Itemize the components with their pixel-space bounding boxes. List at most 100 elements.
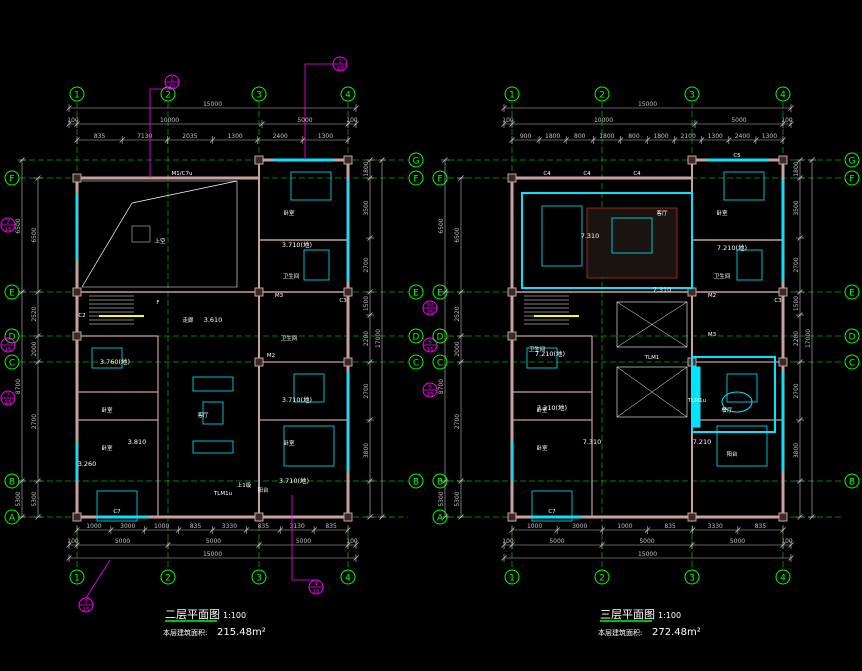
opening-label: C5 (733, 153, 741, 159)
dim-right-detail-tick (797, 417, 803, 423)
bathroom-fixture (526, 347, 558, 369)
dim-top-sub-value: 100 (67, 117, 79, 124)
opening-label: C3 (339, 298, 347, 304)
structural-column (72, 331, 82, 341)
dim-top-detail-tick (209, 137, 216, 143)
dim-right-detail-tick (367, 417, 373, 423)
row-axis-bubble-right (408, 170, 424, 186)
structural-column (254, 357, 264, 367)
dim-left-detail-tick (35, 478, 41, 484)
dim-left-sub-value: 5300 (15, 491, 22, 506)
dim-top-sub-value: 100 (346, 117, 358, 124)
dim-right-detail-value: 2200 (793, 331, 800, 346)
elevation-mark: 7.310 (583, 438, 602, 446)
structural-column (778, 155, 788, 165)
dim-top-detail-tick (254, 137, 261, 143)
dim-bottom-detail-tick (780, 527, 786, 533)
dim-left-sub-tick (19, 157, 25, 163)
dim-bottom-detail-value: 1000 (527, 523, 542, 530)
void-outline (82, 180, 238, 288)
dim-top-sub-tick (259, 121, 265, 127)
bed (716, 425, 768, 467)
dim-left-sub-tick (442, 478, 448, 484)
dim-top-total-tick (788, 105, 794, 111)
bed (290, 171, 332, 201)
dim-left-detail-value: 2700 (31, 414, 38, 429)
dim-top-detail-value: 2035 (182, 133, 197, 140)
row-axis-bubble-left-label: E (437, 289, 443, 299)
dim-top-detail-tick (698, 137, 705, 143)
stair-void-cross (616, 301, 688, 348)
dim-left-detail-value: 5300 (454, 491, 461, 506)
dim-right-total-tick (809, 157, 815, 163)
dim-bottom-detail-value: 835 (190, 523, 202, 530)
dim-bottom-detail-value: 1000 (86, 523, 101, 530)
coffee-table (611, 217, 653, 254)
detail-reference-bottom: 15 (5, 400, 12, 406)
col-axis-bubble-bottom (594, 569, 610, 585)
bathroom-fixture (293, 373, 325, 403)
room-label: 卫生间 (714, 272, 731, 280)
room-label: 卫生间 (281, 334, 298, 342)
dim-right-detail-tick (797, 157, 803, 163)
opening-label: TLM1u (213, 491, 232, 497)
dim-right-total-tick (379, 157, 385, 163)
stair-void (616, 301, 688, 348)
dim-bottom-sub-value: 5000 (296, 538, 311, 545)
dim-right-detail-value: 1500 (793, 296, 800, 311)
dim-top-detail-value: 1800 (599, 133, 614, 140)
dim-left-detail-tick (35, 333, 41, 339)
col-axis-bubble-top-label: 4 (345, 91, 351, 101)
row-axis-bubble-left-label: F (9, 175, 14, 185)
dim-left-sub-tick (19, 478, 25, 484)
area-label: 本层建筑面积: (163, 628, 207, 637)
col-axis-bubble-top (160, 86, 176, 102)
sofa (192, 440, 234, 454)
void-marker (131, 225, 151, 243)
room-label: 卫生间 (529, 345, 546, 353)
col-axis-bubble-bottom (160, 569, 176, 585)
dim-left-detail-value: 2000 (454, 341, 461, 356)
room-label: 客厅 (656, 209, 668, 217)
dim-bottom-detail-value: 835 (664, 523, 676, 530)
dim-bottom-detail-tick (599, 527, 606, 533)
dim-top-total-value: 15000 (203, 101, 222, 108)
dim-bottom-total-value: 15000 (638, 551, 657, 558)
dim-bottom-sub-value: 5000 (549, 538, 564, 545)
dim-top-detail-value: 1800 (653, 133, 668, 140)
row-axis-bubble-left-label: B (437, 478, 443, 488)
dim-bottom-sub-tick (788, 542, 794, 548)
detail-reference-bottom: 15 (427, 347, 434, 353)
dim-top-detail-tick (345, 137, 351, 143)
leader-line (85, 559, 111, 599)
col-axis-bubble-bottom (340, 569, 356, 585)
detail-reference-top: 7 (6, 393, 10, 399)
dim-top-detail-tick (536, 137, 542, 143)
dim-right-detail-tick (797, 312, 803, 318)
dim-bottom-sub-value: 100 (781, 538, 793, 545)
dim-top-sub-tick (780, 121, 786, 127)
dim-top-total-value: 15000 (638, 101, 657, 108)
elevation-mark: 3.810 (128, 438, 147, 446)
structural-column (343, 357, 353, 367)
dim-top-detail-tick (590, 137, 597, 143)
row-axis-bubble-left (4, 354, 20, 370)
dim-bottom-sub-tick (165, 542, 171, 548)
dim-right-total-value: 17000 (805, 329, 812, 348)
row-axis-bubble-right (408, 473, 424, 489)
row-axis-bubble-right (408, 284, 424, 300)
detail-reference-top: 2 (6, 220, 10, 226)
plan-title: 三层平面图 (600, 608, 655, 621)
dim-bottom-sub-tick (353, 542, 359, 548)
opening-label: M2 (708, 293, 716, 299)
elevation-mark: 3.710(地) (279, 476, 309, 485)
row-axis-bubble-right (408, 354, 424, 370)
dim-left-detail-tick (35, 175, 41, 181)
dim-right-detail-tick (367, 312, 373, 318)
dim-bottom-detail-value: 3330 (222, 523, 237, 530)
elevation-mark: 7.210(地) (537, 403, 567, 412)
dim-top-detail-tick (753, 137, 759, 143)
row-axis-bubble-right (844, 170, 860, 186)
row-axis-bubble-right-label: E (849, 289, 855, 299)
